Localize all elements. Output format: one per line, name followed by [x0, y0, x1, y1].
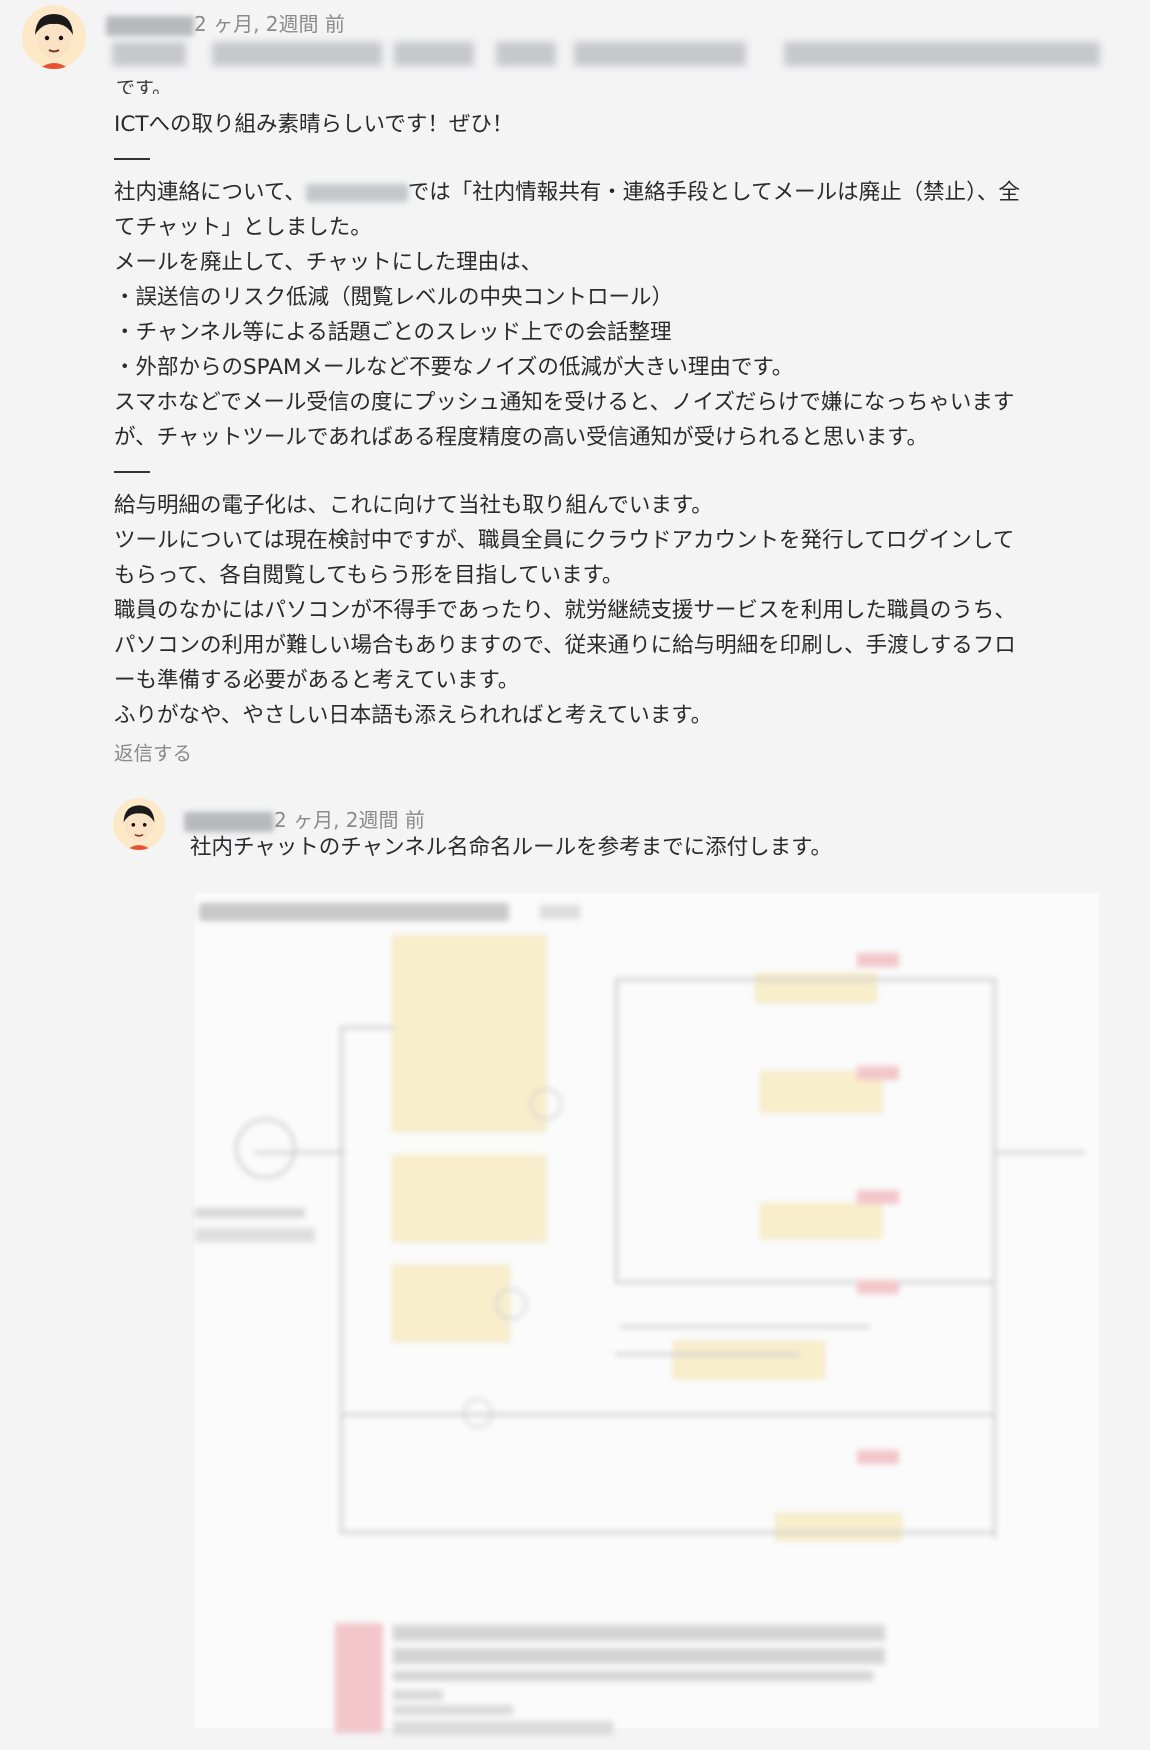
post-line: ツールについては現在検討中ですが、職員全員にクラウドアカウントを発行してログイン…	[114, 528, 1015, 553]
post-line: ーも準備する必要があると考えています。	[114, 668, 520, 693]
post-line: ・外部からのSPAMメールなど不要なノイズの低減が大きい理由です。	[114, 355, 794, 380]
reply-timestamp: 2 ヶ月, 2週間 前	[274, 808, 425, 832]
post-line: スマホなどでメール受信の度にプッシュ通知を受けると、ノイズだらけで嫌になっちゃい…	[114, 390, 1015, 415]
avatar[interactable]	[22, 5, 86, 69]
post-timestamp: 2 ヶ月, 2週間 前	[194, 12, 345, 36]
post-line: てチャット」としました。	[114, 215, 372, 240]
redacted-line	[112, 40, 1100, 66]
post-line: ・チャンネル等による話題ごとのスレッド上での会話整理	[114, 320, 672, 345]
post-line: 職員のなかにはパソコンが不得手であったり、就労継続支援サービスを利用した職員のう…	[114, 598, 1016, 623]
post-line: 社内連絡について、では「社内情報共有・連絡手段としてメールは廃止（禁止）、全	[114, 180, 1020, 205]
avatar[interactable]	[113, 798, 165, 850]
post-line: メールを廃止して、チャットにした理由は、	[114, 250, 543, 275]
reply-text: 社内チャットのチャンネル名命名ルールを参考までに添付します。	[190, 835, 832, 860]
post-line: ICTへの取り組み素晴らしいです！ぜひ！	[114, 112, 514, 137]
divider	[114, 471, 150, 473]
post-body: ICTへの取り組み素晴らしいです！ぜひ！ 社内連絡について、では「社内情報共有・…	[114, 107, 1104, 733]
author-name[interactable]	[184, 811, 274, 832]
reply-meta: 2 ヶ月, 2週間 前	[184, 804, 425, 833]
post-line: が、チャットツールであればある程度精度の高い受信通知が受けられると思います。	[114, 425, 928, 450]
clipped-text: です。	[116, 80, 172, 94]
post-line: もらって、各自閲覧してもらう形を目指しています。	[114, 563, 624, 588]
post-meta: 2 ヶ月, 2週間 前	[106, 8, 345, 37]
post-line: パソコンの利用が難しい場合もありますので、従来通りに給与明細を印刷し、手渡しする…	[114, 633, 1016, 658]
author-name[interactable]	[106, 15, 194, 36]
post-line: ・誤送信のリスク低減（閲覧レベルの中央コントロール）	[114, 285, 674, 310]
post-line: ふりがなや、やさしい日本語も添えられればと考えています。	[114, 703, 713, 728]
reply-button[interactable]: 返信する	[114, 742, 193, 765]
post-line: 給与明細の電子化は、これに向けて当社も取り組んでいます。	[114, 493, 713, 518]
divider	[114, 158, 150, 160]
redacted-company	[305, 184, 408, 202]
attached-image[interactable]	[195, 893, 1099, 1735]
